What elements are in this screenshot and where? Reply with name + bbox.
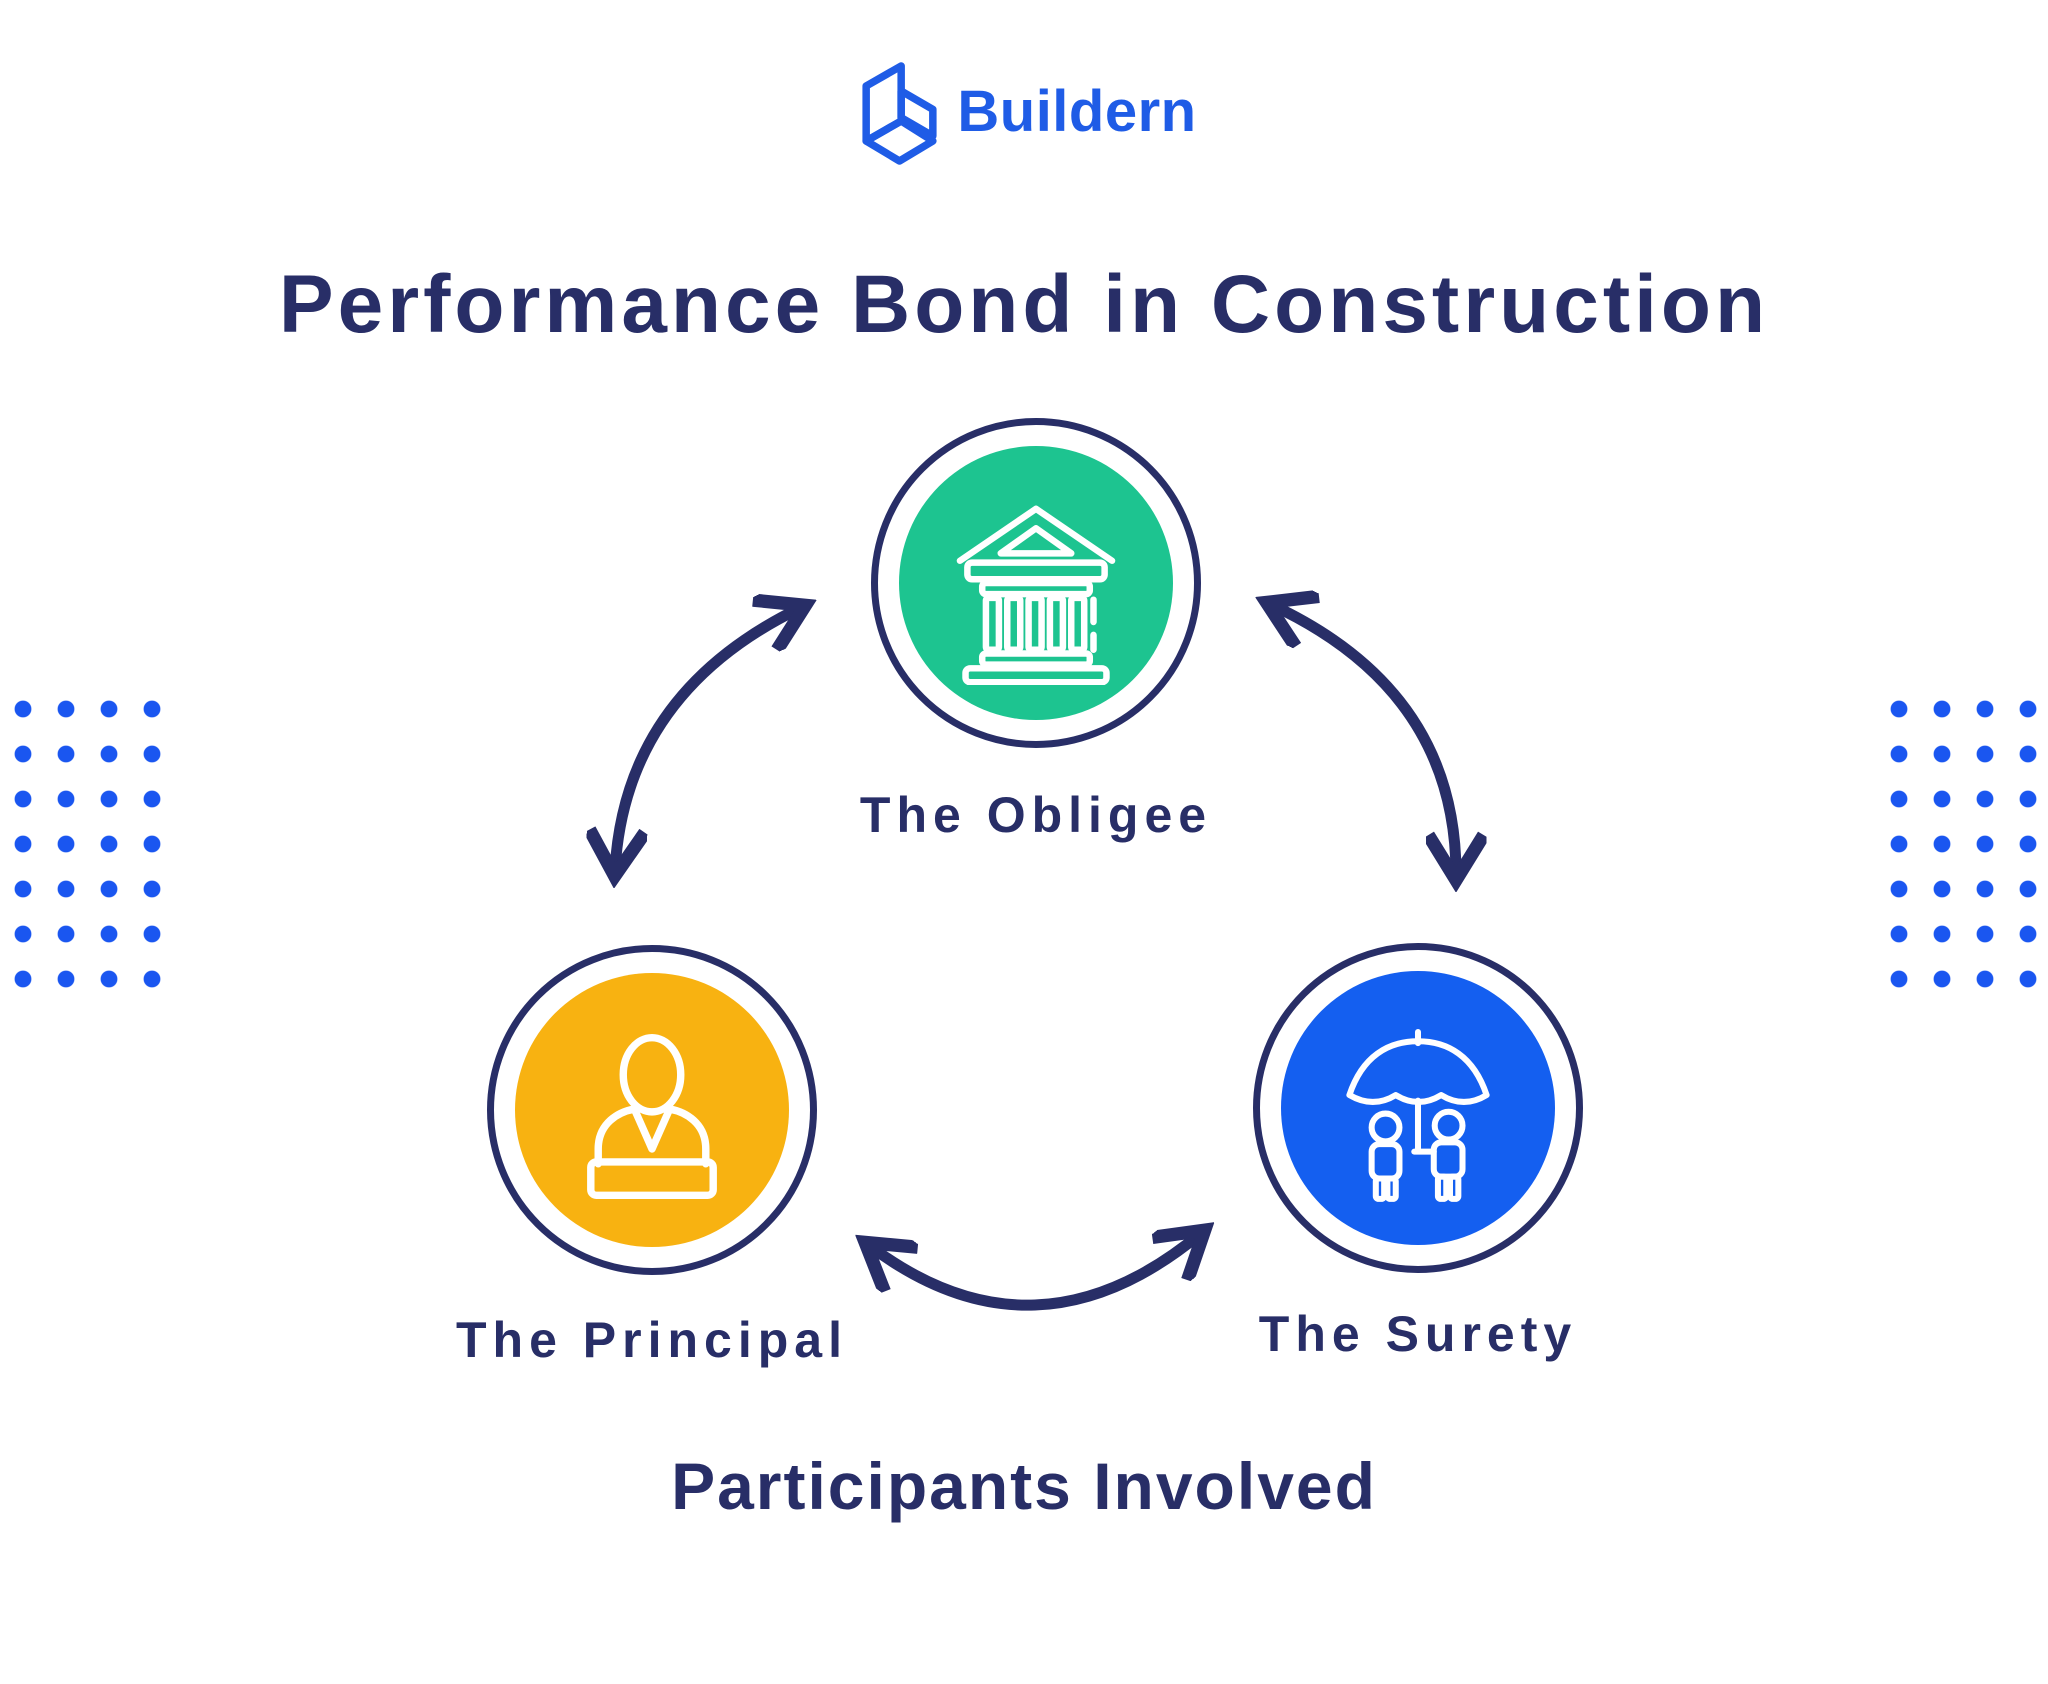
principal-label: The Principal xyxy=(456,1312,848,1368)
arrow-principal-obligee xyxy=(615,608,800,870)
obligee-disc xyxy=(899,446,1173,720)
page-title: Performance Bond in Construction xyxy=(278,259,1770,350)
arrow-obligee-surety xyxy=(1272,605,1456,874)
dot-grid-right xyxy=(1890,700,2037,988)
person-at-podium-icon xyxy=(587,1033,717,1200)
dot-grid-left xyxy=(14,700,161,988)
surety-label: The Surety xyxy=(1258,1306,1578,1362)
obligee-label: The Obligee xyxy=(859,787,1213,843)
obligee-circle xyxy=(871,418,1201,748)
bank-building-icon xyxy=(956,505,1116,685)
caption-text: Participants Involved xyxy=(671,1449,1377,1523)
node-principal: The Principal xyxy=(452,945,852,1369)
node-surety: The Surety xyxy=(1218,943,1618,1363)
surety-circle xyxy=(1253,943,1583,1273)
brand-name: Buildern xyxy=(957,78,1197,144)
buildern-logo-icon xyxy=(862,62,937,165)
arrow-surety-principal xyxy=(870,1234,1200,1311)
principal-disc xyxy=(515,973,789,1247)
principal-circle xyxy=(487,945,817,1275)
umbrella-people-icon xyxy=(1346,1028,1490,1202)
brand-logo: Buildern xyxy=(0,56,2048,166)
surety-disc xyxy=(1281,971,1555,1245)
node-obligee: The Obligee xyxy=(836,418,1236,844)
